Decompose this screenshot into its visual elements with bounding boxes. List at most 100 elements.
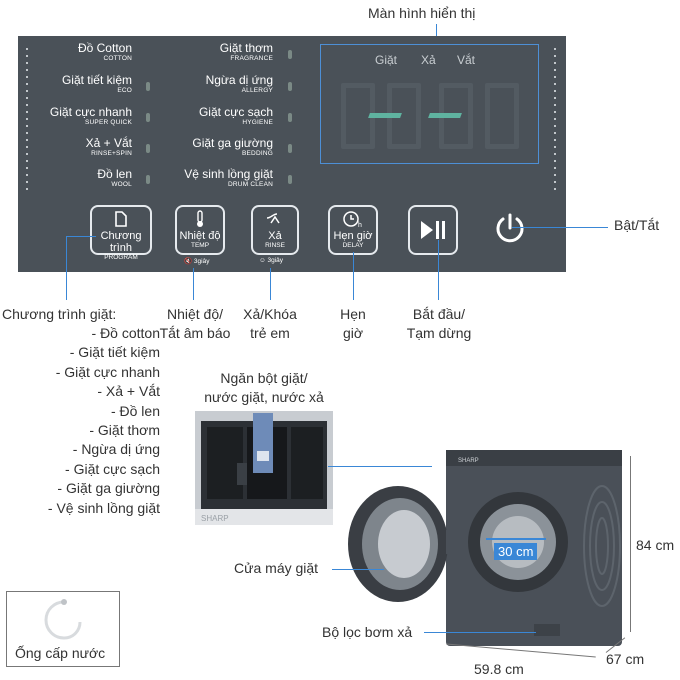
program-bedding[interactable]: Giặt ga giường BEDDING: [168, 137, 273, 158]
program-label: Giặt cực nhanh: [49, 105, 132, 119]
program-list-item: - Giặt tiết kiệm: [69, 344, 160, 361]
start-callout: Bắt đầu/ Tạm dừng: [398, 305, 480, 343]
program-list-item: - Giặt ga giường: [57, 480, 160, 497]
water-hose-box: Ống cấp nước: [6, 591, 120, 667]
rinse-callout: Xả/Khóa trẻ em: [235, 305, 305, 343]
machine-brand: SHARP: [458, 458, 479, 464]
temp-callout-line: [193, 268, 194, 300]
filter-callout: Bộ lọc bơm xả: [322, 624, 413, 640]
program-sublabel: HYGIENE: [242, 119, 273, 126]
drum-size-line: [486, 538, 546, 540]
hose-icon: [44, 599, 82, 640]
rinse-callout-line2: trẻ em: [250, 325, 290, 341]
digit-dash: [428, 113, 462, 118]
program-sublabel: RINSE+SPIN: [91, 150, 132, 157]
digit-dash: [368, 113, 402, 118]
program-button[interactable]: Chương trình PROGRAM: [90, 205, 152, 261]
program-list-item: - Ngừa dị ứng: [72, 441, 160, 458]
drawer-callout-line2: nước giặt, nước xả: [204, 389, 324, 405]
program-label: Đồ Cotton: [77, 41, 132, 55]
delay-hour-glyph: h: [358, 222, 362, 228]
program-label: Giặt tiết kiệm: [61, 73, 132, 87]
delay-button-sublabel: DELAY: [342, 242, 364, 249]
program-button-sublabel: PROGRAM: [104, 254, 138, 261]
program-eco[interactable]: Giặt tiết kiệm ECO: [26, 74, 132, 95]
program-fragrance[interactable]: Giặt thơm FRAGRANCE: [168, 42, 273, 63]
led-indicator: [146, 82, 150, 91]
delay-callout: Hẹn giờ: [330, 305, 376, 343]
child-lock-hold-hint: ☺ 3giây: [259, 257, 283, 264]
drawer-callout: Ngăn bột giặt/ nước giặt, nước xả: [190, 369, 338, 407]
delay-button-label: Hẹn giờ: [333, 230, 373, 242]
width-dimension: 59.8 cm: [474, 661, 524, 677]
display-rinse-label: Xả: [421, 53, 436, 67]
child-lock-icon: ☺: [259, 257, 266, 264]
screen-callout-line: [436, 24, 437, 46]
program-allergy[interactable]: Ngừa dị ứng ALLERGY: [168, 74, 273, 95]
program-list-item: - Xả + Vắt: [97, 383, 160, 400]
program-label: Vệ sinh lồng giặt: [184, 167, 273, 181]
mute-hold-hint: 🔇 3giây: [184, 257, 209, 265]
height-dim-line: [630, 456, 631, 632]
temp-callout-line2: Tắt âm báo: [159, 325, 231, 341]
power-callout-line: [512, 227, 608, 228]
program-callout-line-h: [66, 236, 96, 237]
rinse-button[interactable]: Xả RINSE: [251, 205, 299, 255]
rinse-callout-line1: Xả/Khóa: [243, 306, 297, 322]
program-list-item: - Giặt cực nhanh: [55, 363, 160, 380]
temp-callout-line1: Nhiệt độ/: [166, 306, 224, 322]
rinse-icon: [253, 210, 297, 230]
power-icon: [496, 213, 524, 243]
delay-callout-line1: Hẹn: [340, 306, 366, 322]
power-callout: Bật/Tắt: [614, 217, 660, 233]
program-rinse-spin[interactable]: Xả + Vắt RINSE+SPIN: [26, 137, 132, 158]
led-indicator: [288, 175, 292, 184]
door-callout-line: [332, 569, 384, 570]
program-sublabel: DRUM CLEAN: [228, 181, 273, 188]
delay-button[interactable]: h Hẹn giờ DELAY: [328, 205, 378, 255]
control-panel: Đồ Cotton COTTON Giặt tiết kiệm ECO Giặt…: [18, 36, 566, 272]
program-sublabel: SUPER QUICK: [85, 119, 132, 126]
program-hygiene[interactable]: Giặt cực sạch HYGIENE: [168, 106, 273, 127]
program-list-item: - Giặt thơm: [89, 422, 160, 439]
program-label: Giặt ga giường: [192, 136, 273, 150]
height-dimension: 84 cm: [636, 537, 675, 553]
program-cotton[interactable]: Đồ Cotton COTTON: [26, 42, 132, 63]
delay-callout-line: [353, 252, 354, 300]
filter-callout-line: [424, 632, 536, 633]
led-indicator: [146, 175, 150, 184]
rinse-button-sublabel: RINSE: [265, 242, 285, 249]
door-callout: Cửa máy giặt: [234, 560, 319, 576]
drum-size-label: 30 cm: [494, 543, 538, 560]
display-spin-label: Vắt: [457, 53, 476, 67]
program-drum-clean[interactable]: Vệ sinh lồng giặt DRUM CLEAN: [168, 168, 273, 189]
start-pause-button[interactable]: [408, 205, 458, 255]
led-indicator: [146, 113, 150, 122]
program-callout-line: [66, 236, 67, 300]
power-button[interactable]: [492, 210, 528, 246]
program-sublabel: FRAGRANCE: [230, 55, 273, 62]
program-label: Ngừa dị ứng: [205, 73, 273, 87]
program-label: Xả + Vắt: [85, 136, 132, 150]
program-wool[interactable]: Đồ len WOOL: [26, 168, 132, 189]
display-screen: Giặt Xả Vắt: [320, 44, 539, 164]
clock-icon: h: [330, 210, 376, 230]
led-indicator: [146, 144, 150, 153]
mute-hold-time: 3giây: [193, 258, 210, 265]
detergent-drawer-photo: SHARP: [195, 411, 333, 525]
start-callout-line1: Bắt đầu/: [412, 306, 466, 322]
hose-label: Ống cấp nước: [15, 645, 106, 661]
start-callout-line2: Tạm dừng: [406, 325, 472, 341]
temp-callout: Nhiệt độ/ Tắt âm báo: [150, 305, 240, 343]
program-super-quick[interactable]: Giặt cực nhanh SUPER QUICK: [26, 106, 132, 127]
rinse-button-label: Xả: [268, 230, 282, 242]
led-indicator: [288, 113, 292, 122]
start-callout-line: [438, 240, 439, 300]
screen-callout: Màn hình hiển thị: [368, 5, 476, 21]
program-sublabel: ALLERGY: [241, 87, 273, 94]
drawer-callout-line: [328, 466, 432, 467]
led-indicator: [288, 50, 292, 59]
washing-machine-photo: SHARP: [338, 448, 628, 648]
temp-button[interactable]: Nhiệt độ TEMP: [175, 205, 225, 255]
display-wash-label: Giặt: [375, 53, 398, 67]
